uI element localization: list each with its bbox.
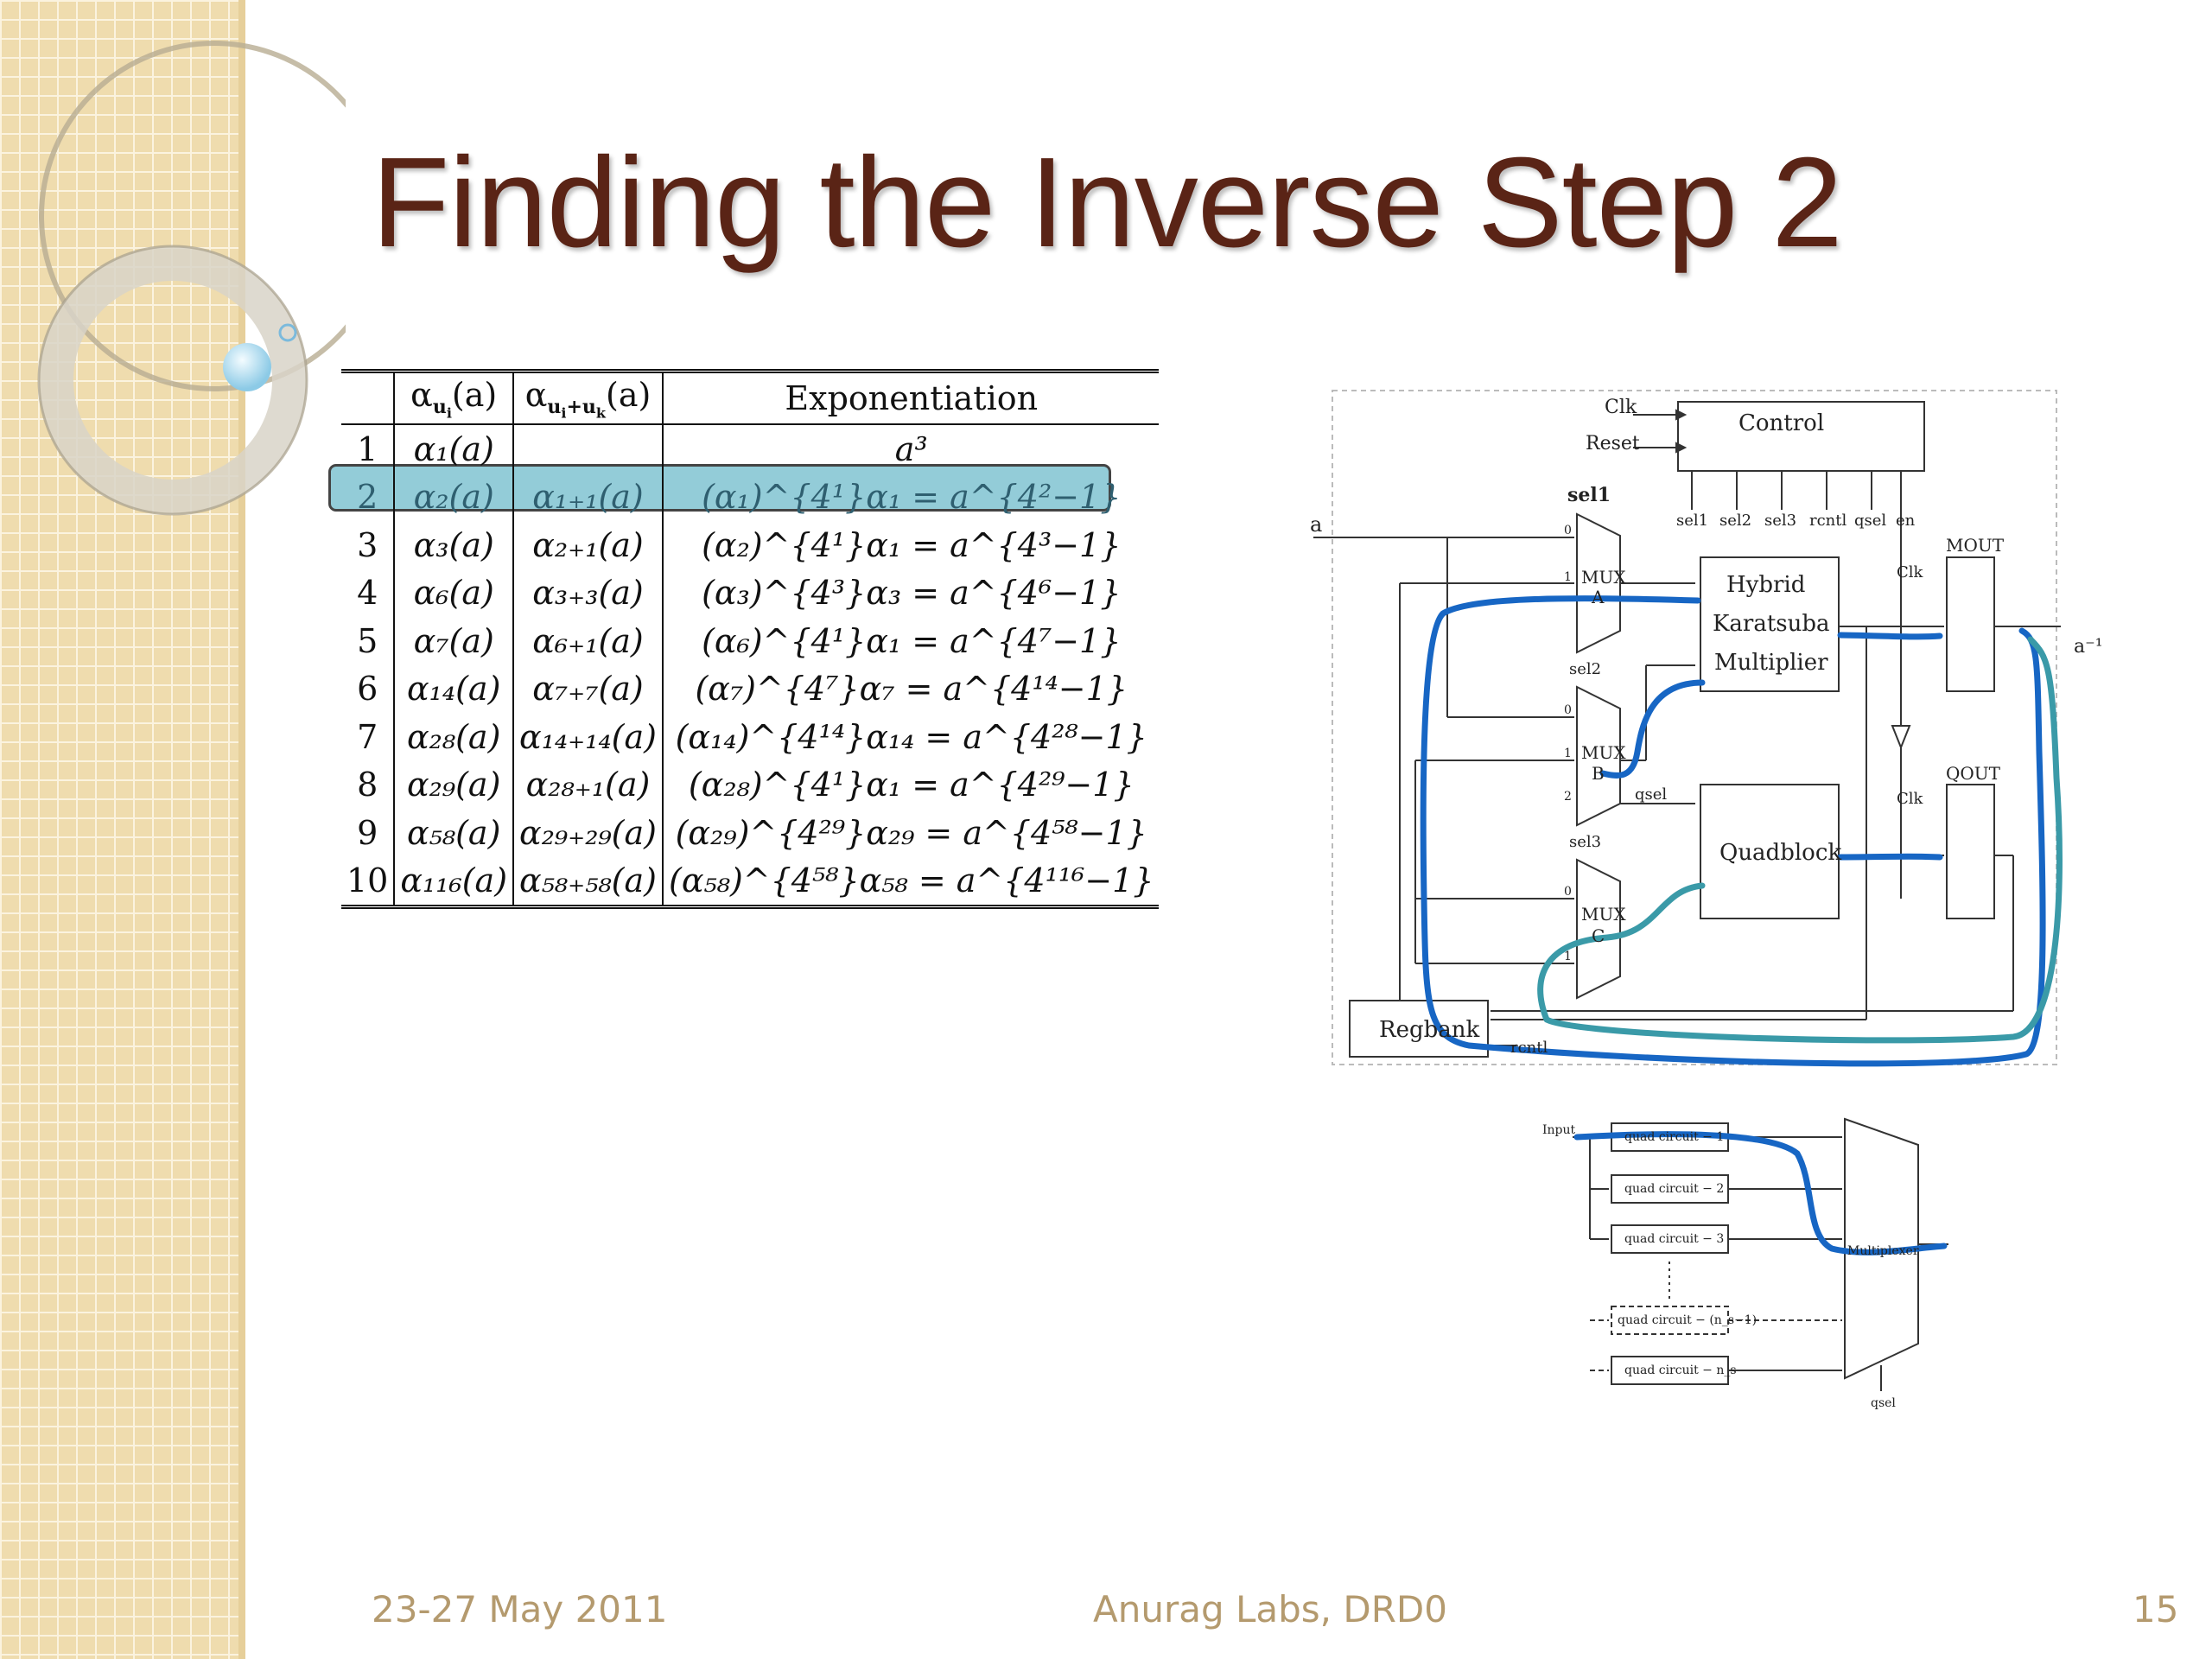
table-row: 9 α₅₈(a) α₂₉₊₂₉(a) (α₂₉)^{4²⁹}α₂₉ = a^{4… (341, 809, 1159, 857)
mux-c-pin1: 1 (1564, 950, 1572, 963)
footer-date: 23-27 May 2011 (372, 1588, 668, 1630)
quadblock-label: Quadblock (1719, 840, 1841, 866)
mux-c-label: MUX (1581, 904, 1626, 925)
mux-a-pin0: 0 (1564, 524, 1572, 537)
hkm-label-1: Hybrid (1726, 572, 1805, 598)
mux-b-pin1: 1 (1564, 747, 1572, 760)
quad-circuit-3-label: quad circuit − 3 (1624, 1232, 1724, 1246)
annotation-path-1 (1420, 595, 2046, 1067)
quad-circuit-1-label: quad circuit − 1 (1624, 1130, 1724, 1144)
multiplexer-block (1844, 1117, 1919, 1380)
multiplexer-label: Multiplexer (1847, 1244, 1919, 1258)
qout-register (1946, 784, 1995, 919)
table-header-alpha-uiuk: αui+uk(a) (513, 371, 664, 425)
table-row: 7 α₂₈(a) α₁₄₊₁₄(a) (α₁₄)^{4¹⁴}α₁₄ = a^{4… (341, 713, 1159, 761)
table-row-highlighted: 2 α₂(a) α₁₊₁(a) (α₁)^{4¹}α₁ = a^{4²−1} (341, 473, 1159, 521)
qsel-label: qsel (1635, 785, 1667, 804)
hkm-label-3: Multiplier (1714, 650, 1828, 676)
quad-circuit-2-label: quad circuit − 2 (1624, 1182, 1724, 1196)
table-header-row: αui(a) αui+uk(a) Exponentiation (341, 371, 1160, 425)
ring-large (39, 41, 346, 391)
mux-b-pin0: 0 (1564, 703, 1572, 717)
reset-label: Reset (1586, 433, 1640, 454)
quad-input-label: Input (1542, 1123, 1576, 1137)
mux-a-letter: A (1591, 587, 1605, 607)
sidebar-decoration (0, 0, 346, 1659)
hkm-block (1700, 556, 1840, 692)
en-label: en (1896, 512, 1916, 530)
sel3-out-label: sel3 (1764, 512, 1796, 530)
annotation-path-2 (1599, 679, 1706, 779)
mux-c-letter: C (1592, 925, 1605, 946)
quadblock-detail-diagram: Input quad circuit − 1 quad circuit − 2 … (1542, 1117, 1948, 1410)
slide-title: Finding the Inverse Step 2 (372, 131, 1843, 274)
annotation-path-5 (1837, 632, 1943, 640)
page-number: 15 (2133, 1588, 2179, 1630)
mux-b-letter: B (1592, 763, 1605, 784)
mout-label: MOUT (1946, 535, 2005, 556)
hkm-label-2: Karatsuba (1713, 611, 1830, 637)
sidebar-pattern (0, 0, 244, 1659)
quad-annotation-path (1573, 1131, 1948, 1255)
ring-small (39, 246, 307, 514)
input-a-label: a (1310, 512, 1322, 537)
rcntl-out-label: rcntl (1809, 512, 1847, 530)
sel1-out-label: sel1 (1676, 512, 1708, 530)
mux-c-pin0: 0 (1564, 885, 1572, 899)
sel2-label: sel2 (1569, 660, 1601, 678)
table-header-exponentiation: Exponentiation (663, 371, 1160, 425)
footer-org: Anurag Labs, DRD0 (1093, 1588, 1447, 1630)
table-row: 6 α₁₄(a) α₇₊₇(a) (α₇)^{4⁷}α₇ = a^{4¹⁴−1} (341, 664, 1159, 713)
quad-circuit-n-label: quad circuit − n_s (1624, 1363, 1737, 1377)
quadblock (1700, 784, 1840, 919)
regbank (1349, 1000, 1489, 1058)
table-row: 1 α₁(a) a³ (341, 424, 1159, 474)
qout-clk-label: Clk (1897, 790, 1924, 808)
sel3-label: sel3 (1569, 833, 1601, 851)
quad-circuit-n-minus-1-label: quad circuit − (n_s−1) (1618, 1313, 1757, 1327)
table-row: 3 α₃(a) α₂₊₁(a) (α₂)^{4¹}α₁ = a^{4³−1} (341, 521, 1159, 569)
qsel-out-label: qsel (1854, 512, 1886, 530)
quad-qsel-label: qsel (1871, 1396, 1896, 1410)
mux-a-pin1: 1 (1564, 570, 1572, 584)
mux-b-label: MUX (1581, 742, 1626, 763)
sel1-label: sel1 (1567, 484, 1611, 506)
addition-chain-table: αui(a) αui+uk(a) Exponentiation 1 α₁(a) … (341, 369, 1160, 909)
rcntl-label: rcntl (1510, 1039, 1548, 1057)
bubble-small (278, 323, 297, 342)
mout-register (1946, 556, 1995, 692)
table-row: 4 α₆(a) α₃₊₃(a) (α₃)^{4³}α₃ = a^{4⁶−1} (341, 569, 1159, 617)
table-row: 8 α₂₉(a) α₂₈₊₁(a) (α₂₈)^{4¹}α₁ = a^{4²⁹−… (341, 760, 1159, 809)
table-header-alpha-ui: αui(a) (394, 371, 515, 425)
diagram-boundary (1332, 390, 2057, 1065)
annotation-path-4 (1837, 853, 1943, 861)
table-header-index (341, 371, 396, 425)
clk-label: Clk (1605, 397, 1637, 418)
qout-label: QOUT (1946, 763, 2001, 784)
sel2-out-label: sel2 (1719, 512, 1751, 530)
output-label: a⁻¹ (2074, 636, 2103, 658)
regbank-label: Regbank (1379, 1017, 1479, 1043)
bubble-large (223, 343, 271, 391)
table-row: 5 α₇(a) α₆₊₁(a) (α₆)^{4¹}α₁ = a^{4⁷−1} (341, 617, 1159, 665)
mux-b-pin2: 2 (1564, 790, 1572, 804)
control-block (1677, 401, 1925, 472)
annotation-path-3 (1537, 636, 2063, 1044)
mux-a (1576, 512, 1621, 654)
control-label: Control (1738, 410, 1824, 436)
mux-c (1576, 858, 1621, 1000)
mux-a-label: MUX (1581, 567, 1626, 588)
table-row: 10 α₁₁₆(a) α₅₈₊₅₈(a) (α₅₈)^{4⁵⁸}α₅₈ = a^… (341, 856, 1159, 907)
architecture-diagram: Control Clk Reset sel1 sel1 sel2 sel3 rc… (1310, 390, 2103, 1067)
mout-clk-label: Clk (1897, 563, 1924, 582)
